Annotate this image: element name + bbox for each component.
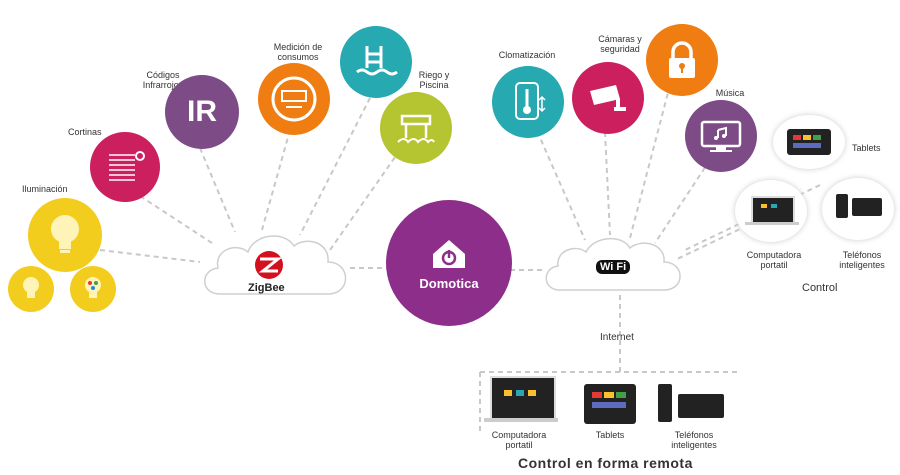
curtain-icon xyxy=(109,151,145,181)
label-tablets-control: Tablets xyxy=(852,143,881,153)
phone-keyboard-icon xyxy=(852,198,882,216)
music-screen-icon xyxy=(700,120,742,152)
lock-icon xyxy=(669,41,695,78)
label-iluminacion: Iluminación xyxy=(22,184,68,194)
curtain-circle[interactable] xyxy=(90,132,160,202)
phone-icon xyxy=(836,194,848,218)
color-bulb-circle[interactable] xyxy=(70,266,116,312)
zigbee-logo xyxy=(255,251,283,279)
ir-icon: IR xyxy=(187,95,217,128)
label-musica: Música xyxy=(715,88,745,98)
laptop-icon xyxy=(490,376,556,420)
phones-circle[interactable] xyxy=(822,178,894,240)
internet-label: Internet xyxy=(600,332,634,343)
lightbulb-small-circle[interactable] xyxy=(8,266,54,312)
home-power-icon xyxy=(433,239,465,268)
irrigation-icon xyxy=(397,114,435,144)
control-title: Control xyxy=(802,282,838,294)
thermometer-circle[interactable] xyxy=(492,66,564,138)
wifi-cloud[interactable]: Wi Fi xyxy=(538,228,688,305)
lock-circle[interactable] xyxy=(646,24,718,96)
label-cortinas: Cortinas xyxy=(68,127,102,137)
tablet-icon xyxy=(787,129,831,155)
phone-keyboard-icon xyxy=(678,394,724,418)
zigbee-label: ZigBee xyxy=(248,282,285,294)
thermometer-icon xyxy=(515,82,546,120)
meter-circle[interactable] xyxy=(258,63,330,135)
remote-phones[interactable] xyxy=(658,384,728,424)
laptop-icon xyxy=(751,196,795,224)
lightbulb-icon xyxy=(51,215,79,253)
music-circle[interactable] xyxy=(685,100,757,172)
label-clima: Clomatización xyxy=(498,50,556,60)
wifi-logo: Wi Fi xyxy=(596,260,631,274)
phone-icon xyxy=(658,384,672,422)
remote-laptop[interactable] xyxy=(484,376,564,426)
pool-icon xyxy=(356,46,398,76)
remote-title: Control en forma remota xyxy=(518,455,693,471)
remote-tablet[interactable] xyxy=(584,384,636,424)
laptop-circle[interactable] xyxy=(735,180,807,242)
label-remote-tablets: Tablets xyxy=(595,430,625,440)
camera-circle[interactable] xyxy=(572,62,644,134)
tablet-circle[interactable] xyxy=(773,115,845,169)
domotica-hub[interactable]: Domotica xyxy=(386,200,512,326)
color-bulb-icon xyxy=(85,277,101,298)
domotica-label: Domotica xyxy=(419,275,479,291)
camera-icon xyxy=(590,85,626,111)
irrigation-circle[interactable] xyxy=(380,92,452,164)
lightbulb-icon xyxy=(23,277,39,298)
zigbee-cloud[interactable]: ZigBee xyxy=(196,224,354,313)
lightbulb-main-circle[interactable] xyxy=(28,198,102,272)
meter-icon xyxy=(271,76,317,122)
pool-circle[interactable] xyxy=(340,26,412,98)
ir-circle[interactable]: IR xyxy=(165,75,239,149)
